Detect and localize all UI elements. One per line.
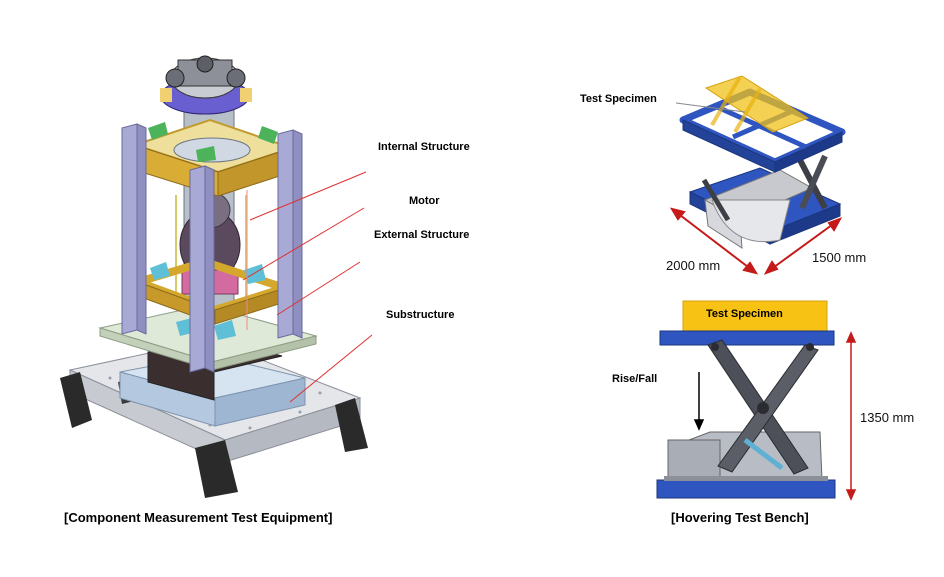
caption-hovering-test-bench: [Hovering Test Bench] <box>671 510 809 525</box>
foot-front <box>195 440 238 498</box>
specimen-box <box>682 300 828 332</box>
rotor-assembly <box>160 55 252 115</box>
hovering-bench-isometric <box>669 75 846 275</box>
leader-lines <box>242 171 373 403</box>
top-plate <box>659 330 835 346</box>
support-columns <box>121 123 303 373</box>
label-internal-structure: Internal Structure <box>378 141 470 153</box>
component-test-equipment-illustration <box>60 55 373 498</box>
dimension-2000mm: 2000 mm <box>666 258 721 273</box>
label-test-specimen-top: Test Specimen <box>580 93 657 105</box>
dimension-1350mm: 1350 mm <box>860 410 915 425</box>
base-plate <box>656 479 836 499</box>
label-external-structure: External Structure <box>374 229 470 241</box>
foot-left <box>60 372 92 428</box>
label-rise-fall: Rise/Fall <box>612 373 658 385</box>
label-test-specimen-box: Test Specimen <box>706 308 783 320</box>
label-substructure: Substructure <box>386 309 455 321</box>
label-motor: Motor <box>409 195 440 207</box>
dimension-1500mm: 1500 mm <box>812 250 867 265</box>
foot-right <box>335 398 368 452</box>
blue-plate-side <box>214 377 306 427</box>
hovering-bench-side-view <box>656 300 857 501</box>
caption-component-measurement: [Component Measurement Test Equipment] <box>64 510 333 525</box>
